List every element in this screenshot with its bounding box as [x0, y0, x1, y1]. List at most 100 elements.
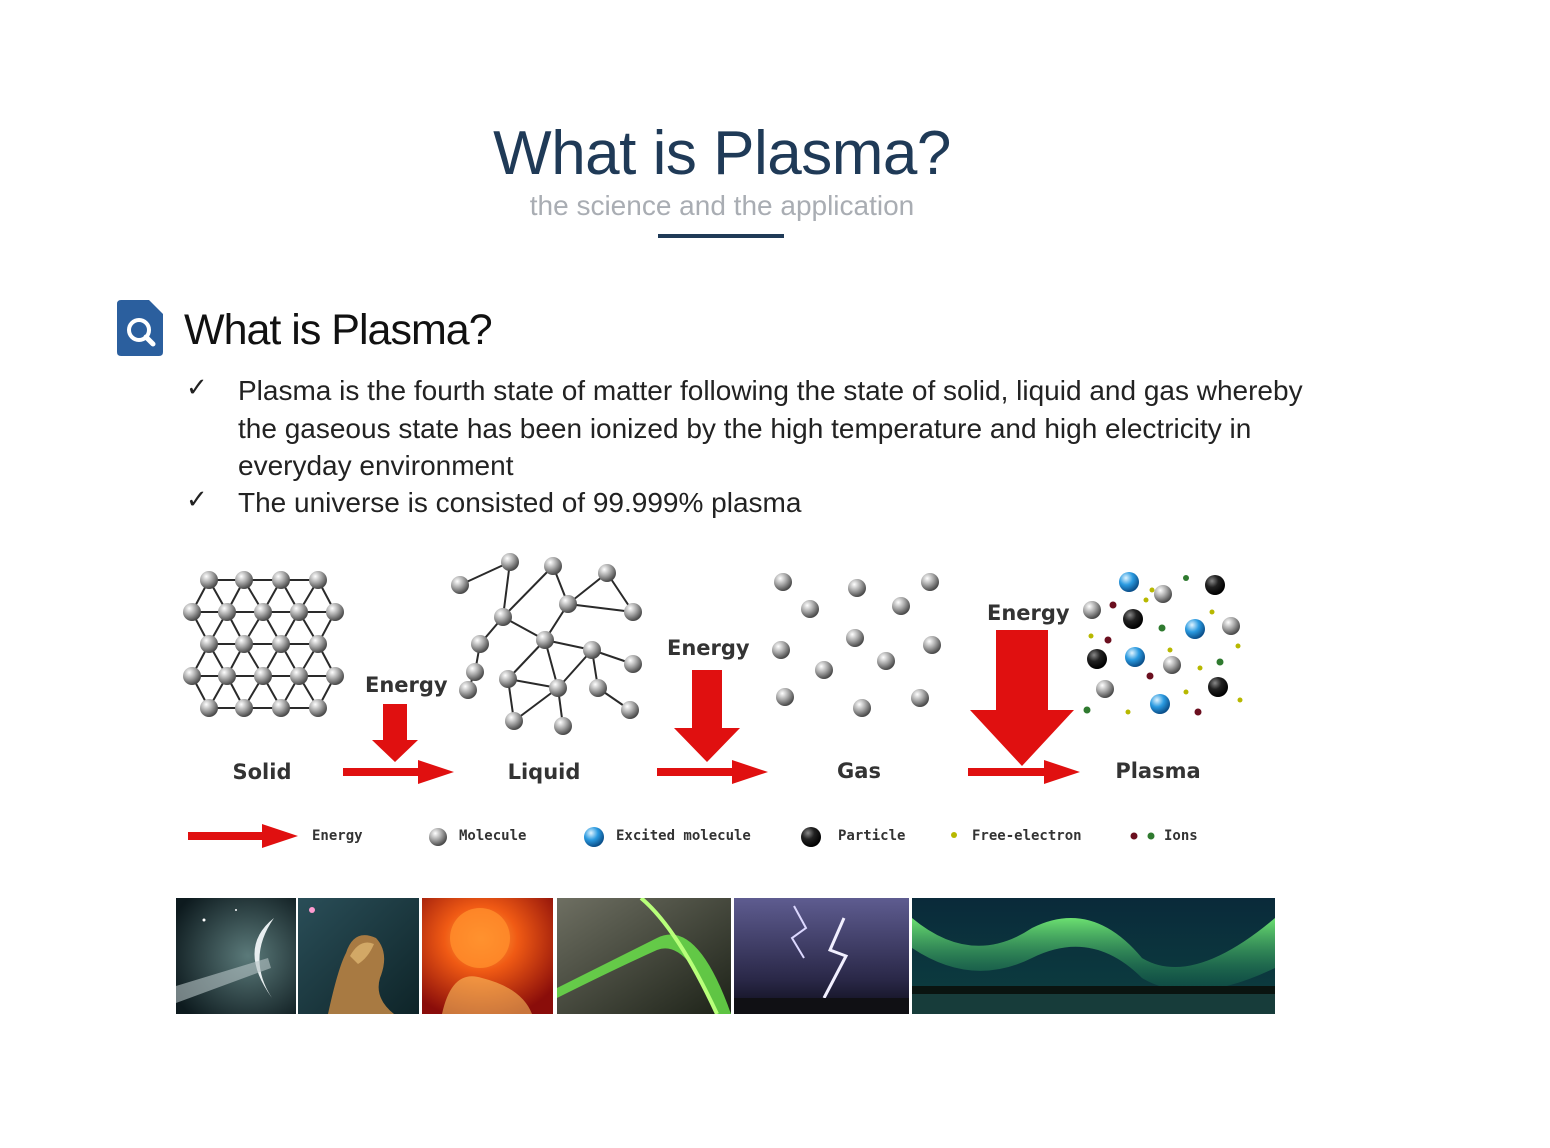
photo-aurora-from-orbit [557, 898, 731, 1014]
molecule [624, 603, 642, 621]
ion [1183, 575, 1189, 581]
molecule [774, 573, 792, 591]
excited-molecule [1150, 694, 1170, 714]
ion [1084, 707, 1091, 714]
ion [1195, 709, 1202, 716]
legend-molecule-icon [429, 828, 447, 846]
molecule [254, 667, 272, 685]
free-electron [1150, 588, 1155, 593]
molecule [235, 635, 253, 653]
bond-line [503, 566, 553, 617]
molecule [1154, 585, 1172, 603]
state-label-solid: Solid [233, 760, 292, 784]
legend-molecule: Molecule [459, 828, 526, 844]
gas-molecules-illustration [772, 573, 941, 717]
molecule [624, 655, 642, 673]
particle [1123, 609, 1143, 629]
molecule [459, 681, 477, 699]
molecule [583, 641, 601, 659]
excited-molecule [1125, 647, 1145, 667]
free-electron [1184, 690, 1189, 695]
molecule [254, 603, 272, 621]
molecule [200, 699, 218, 717]
molecule [183, 667, 201, 685]
molecule [921, 573, 939, 591]
legend-energy-arrow-icon [188, 824, 298, 848]
molecule [554, 717, 572, 735]
molecule [309, 571, 327, 589]
free-electron [1089, 634, 1094, 639]
bond-line [568, 604, 633, 612]
molecule [801, 600, 819, 618]
molecule [466, 663, 484, 681]
molecule [549, 679, 567, 697]
molecule [501, 553, 519, 571]
solid-lattice-illustration [183, 571, 344, 717]
plasma-particles-illustration [1083, 572, 1243, 716]
legend-energy: Energy [312, 828, 363, 844]
photo-nebula-pillar [298, 898, 419, 1014]
molecule [1083, 601, 1101, 619]
molecule [309, 635, 327, 653]
free-electron [1236, 644, 1241, 649]
molecule [218, 667, 236, 685]
molecule [536, 631, 554, 649]
legend-free-electron: Free-electron [972, 828, 1082, 844]
ion [1147, 673, 1154, 680]
legend-excited-molecule-icon [584, 827, 604, 847]
states-of-matter-diagram: Energy Energy Energy Solid Liquid Gas Pl… [0, 0, 1550, 880]
particle [1205, 575, 1225, 595]
energy-down-arrow [970, 630, 1074, 766]
molecule [589, 679, 607, 697]
excited-molecule [1119, 572, 1139, 592]
legend-ion-icon [1131, 833, 1138, 840]
energy-label: Energy [365, 673, 448, 697]
particle [1087, 649, 1107, 669]
free-electron [1238, 698, 1243, 703]
molecule [544, 557, 562, 575]
molecule [494, 608, 512, 626]
legend-ions: Ions [1164, 828, 1198, 844]
molecule [272, 571, 290, 589]
state-label-gas: Gas [837, 759, 881, 783]
molecule [200, 571, 218, 589]
molecule [183, 603, 201, 621]
energy-label: Energy [987, 601, 1070, 625]
molecule [815, 661, 833, 679]
legend-free-electron-icon [951, 832, 957, 838]
ion [1217, 659, 1224, 666]
ion [1110, 602, 1117, 609]
state-label-liquid: Liquid [508, 760, 581, 784]
molecule [923, 636, 941, 654]
free-electron [1198, 666, 1203, 671]
energy-label: Energy [667, 636, 750, 660]
legend-excited-molecule: Excited molecule [616, 828, 751, 844]
molecule [290, 603, 308, 621]
molecule [235, 571, 253, 589]
free-electron [1168, 648, 1173, 653]
molecule [505, 712, 523, 730]
photo-northern-lights [912, 898, 1275, 1014]
molecule [598, 564, 616, 582]
state-label-plasma: Plasma [1115, 759, 1200, 783]
molecule [1096, 680, 1114, 698]
molecule [877, 652, 895, 670]
free-electron [1126, 710, 1131, 715]
energy-arrow-icon [657, 760, 768, 784]
molecule [772, 641, 790, 659]
photo-lightning-storm [734, 898, 909, 1014]
molecule [559, 595, 577, 613]
molecule [200, 635, 218, 653]
molecule [272, 635, 290, 653]
legend-ion-icon [1148, 833, 1155, 840]
molecule [1222, 617, 1240, 635]
molecule [892, 597, 910, 615]
molecule [499, 670, 517, 688]
energy-arrow-icon [343, 760, 454, 784]
free-electron [1144, 598, 1149, 603]
liquid-network-illustration [451, 553, 642, 735]
molecule [451, 576, 469, 594]
photo-comet-tail [176, 898, 296, 1014]
molecule [848, 579, 866, 597]
molecule [621, 701, 639, 719]
